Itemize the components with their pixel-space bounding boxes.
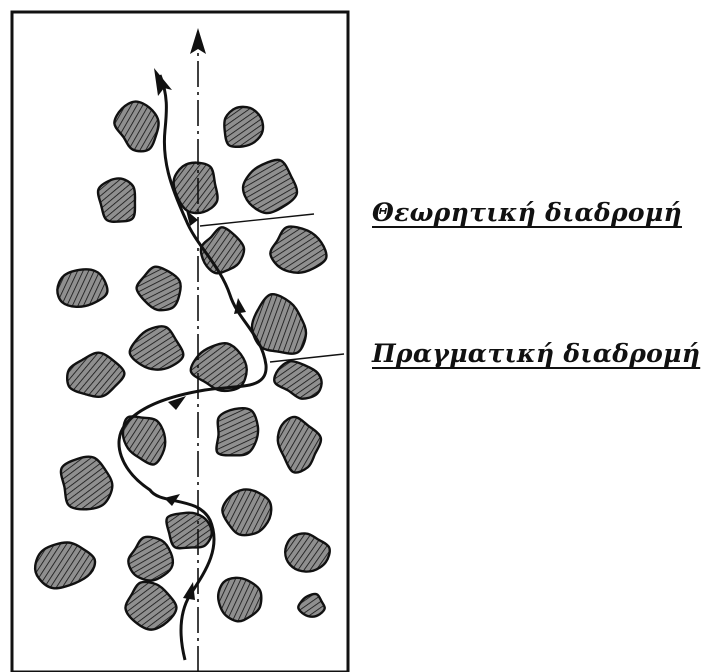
actual-path-label: Πραγματική διαδρομή [372, 339, 700, 368]
leader-line-actual [270, 354, 344, 362]
particle [218, 483, 278, 541]
particle [119, 410, 170, 469]
particle [65, 351, 126, 400]
particle [297, 591, 327, 618]
particle [241, 287, 314, 366]
particle [220, 104, 266, 151]
particle [272, 359, 325, 402]
particles-group [31, 97, 333, 633]
particle [127, 321, 188, 375]
particle [238, 153, 304, 220]
particle [207, 400, 266, 464]
theoretical-path-arrowhead [190, 28, 206, 54]
particle [267, 223, 331, 279]
path-arrow-1 [183, 582, 195, 600]
particle [56, 453, 116, 513]
particle [212, 570, 267, 626]
particle [132, 262, 186, 315]
particle [110, 97, 165, 157]
particle [123, 580, 180, 633]
theoretical-path-label: Θεωρητική διαδρομή [372, 198, 682, 227]
particle [31, 537, 99, 592]
particle [96, 177, 138, 224]
particle [52, 262, 111, 314]
leader-line-theoretical [200, 214, 314, 226]
actual-path-arrowhead [154, 68, 172, 96]
particle [282, 529, 333, 575]
particle [273, 411, 328, 475]
particle [171, 160, 219, 216]
